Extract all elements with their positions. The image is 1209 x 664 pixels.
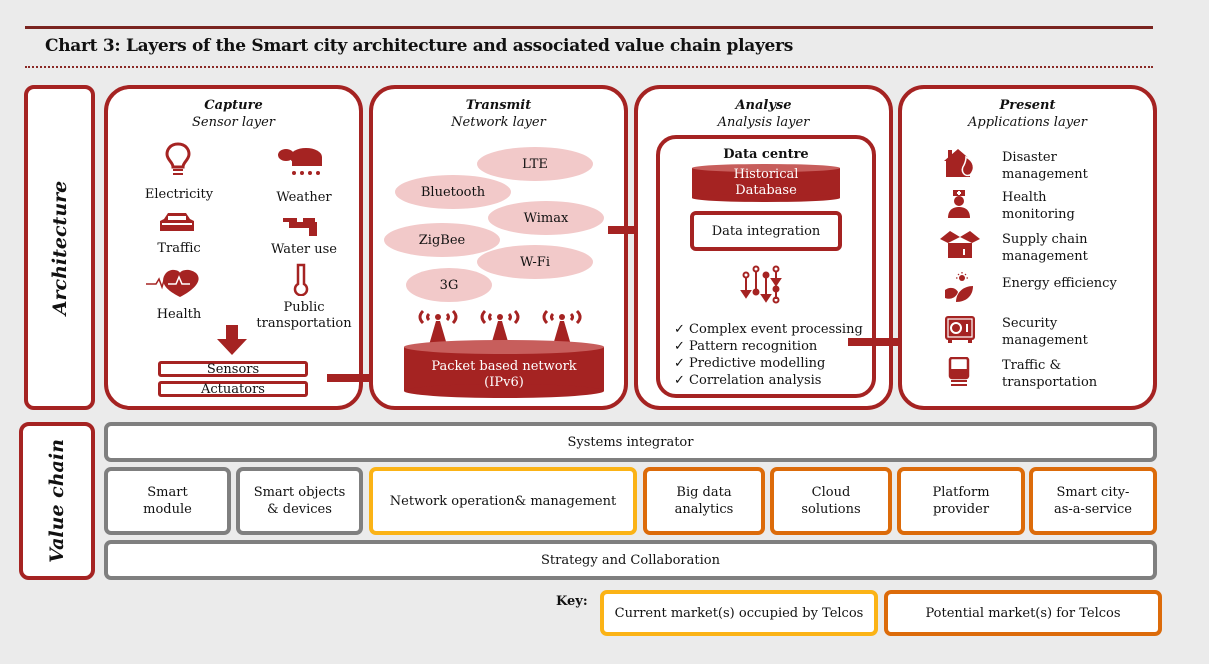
value-chain-label-box: Value chain xyxy=(19,422,95,580)
app-label: Traffic &transportation xyxy=(1002,358,1098,390)
tech-bubble: Wimax xyxy=(488,201,604,235)
analyse-title: Analyse xyxy=(735,98,792,113)
sensor-label: Public transportation xyxy=(256,300,352,331)
analyse-subtitle: Analysis layer xyxy=(717,115,810,130)
rain-cloud-icon xyxy=(278,148,322,175)
capture-title: Capture xyxy=(204,98,263,113)
database-label: Historical Database xyxy=(733,167,799,198)
systems-integrator: Systems integrator xyxy=(104,422,1157,462)
tech-bubble: LTE xyxy=(477,147,593,181)
dotted-rule xyxy=(25,66,1153,68)
key-label: Key: xyxy=(556,594,588,609)
architecture-label-box: Architecture xyxy=(24,85,95,410)
cell-towers-icon xyxy=(418,309,582,345)
data-integration-box: Data integration xyxy=(690,211,842,251)
value-chain-item: Smart objects& devices xyxy=(236,467,363,535)
capability-item: ✓ Correlation analysis xyxy=(674,373,822,388)
key-potential-market: Potential market(s) for Telcos xyxy=(884,590,1162,636)
transmit-title: Transmit xyxy=(465,98,532,113)
key-current-market: Current market(s) occupied by Telcos xyxy=(600,590,878,636)
tap-icon xyxy=(283,218,317,236)
safe-icon xyxy=(945,316,975,343)
tech-bubble: ZigBee xyxy=(384,223,500,257)
chart-title: Chart 3: Layers of the Smart city archit… xyxy=(45,36,793,56)
transmit-subtitle: Network layer xyxy=(451,115,546,130)
box-icon xyxy=(940,231,980,258)
sensor-label: Water use xyxy=(271,242,337,257)
sensors-box: Sensors xyxy=(158,361,308,377)
value-chain-item-potential: Smart city-as-a-service xyxy=(1029,467,1157,535)
thermometer-icon xyxy=(293,263,309,296)
leaf-sun-icon xyxy=(945,272,973,302)
sensor-label: Health xyxy=(156,307,202,322)
house-fire-icon xyxy=(944,149,975,177)
data-centre-title: Data centre xyxy=(723,147,809,162)
top-rule xyxy=(25,26,1153,29)
architecture-label: Architecture xyxy=(48,180,71,315)
app-label: Energy efficiency xyxy=(1002,276,1117,291)
capability-item: ✓ Complex event processing xyxy=(674,322,863,337)
data-centre-box: Data centre Historical Database Data int… xyxy=(656,135,876,398)
heartbeat-icon xyxy=(146,269,199,297)
capabilities-list: ✓ Complex event processing ✓ Pattern rec… xyxy=(674,321,863,389)
strategy-collaboration: Strategy and Collaboration xyxy=(104,540,1157,580)
data-flow-icon xyxy=(740,265,782,304)
capability-item: ✓ Pattern recognition xyxy=(674,339,818,354)
sensor-label: Weather xyxy=(276,190,332,205)
network-label: Packet based network (IPv6) xyxy=(431,359,577,390)
network-cylinder xyxy=(404,340,604,398)
nurse-icon xyxy=(948,190,970,218)
capability-item: ✓ Predictive modelling xyxy=(674,356,826,371)
sensor-label: Electricity xyxy=(144,187,214,202)
value-chain-label: Value chain xyxy=(46,439,68,563)
present-title: Present xyxy=(999,98,1056,113)
value-chain-item-current: Network operation& management xyxy=(369,467,637,535)
sensor-label: Traffic xyxy=(157,241,201,256)
tech-bubble: Bluetooth xyxy=(395,175,511,209)
down-arrow-icon xyxy=(217,325,247,355)
database-cylinder xyxy=(692,164,840,202)
tech-bubble: 3G xyxy=(406,268,492,302)
capture-subtitle: Sensor layer xyxy=(192,115,275,130)
lightbulb-icon xyxy=(165,142,191,175)
train-icon xyxy=(948,357,970,386)
present-subtitle: Applications layer xyxy=(968,115,1087,130)
tech-bubble: W-Fi xyxy=(477,245,593,279)
actuators-box: Actuators xyxy=(158,381,308,397)
car-icon xyxy=(160,213,194,231)
